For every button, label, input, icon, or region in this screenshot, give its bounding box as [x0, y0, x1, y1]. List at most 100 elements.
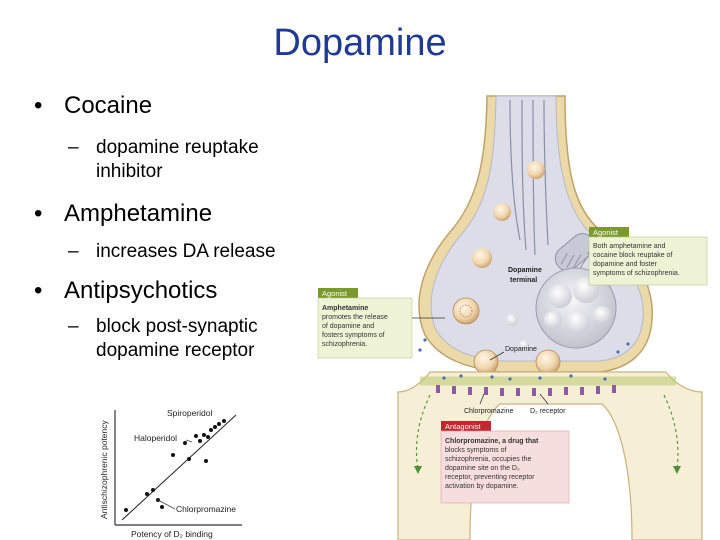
- d2-receptor: [484, 387, 488, 395]
- chlorpromazine-synapse-label: Chlorpromazine: [464, 408, 514, 415]
- haloperidol-label: Haloperidol: [134, 433, 177, 443]
- d2-receptor: [452, 386, 456, 394]
- d2-receptor: [532, 388, 536, 396]
- arrow-head: [673, 466, 681, 474]
- d2-receptor: [436, 385, 440, 393]
- antagonist-box-line: activation by dopamine.: [445, 483, 519, 490]
- terminal-label-line1: Dopamine: [508, 267, 542, 274]
- haloperidol-leader: [185, 439, 193, 443]
- sub-dash: –: [68, 316, 79, 337]
- vesicle: [593, 306, 611, 324]
- vesicle-contents: [459, 304, 473, 318]
- spiroperidol-label: Spiroperidol: [167, 408, 212, 418]
- vesicle: [548, 284, 572, 308]
- agonist-box-1-line: cocaine block reuptake of: [593, 252, 672, 259]
- scatter-point: [187, 457, 191, 461]
- agonist-tag-1: [589, 227, 629, 237]
- vesicle-small: [519, 340, 529, 350]
- scatter-point: [198, 439, 202, 443]
- antagonist-tag-text: Antagonist: [445, 422, 481, 431]
- scatter-point: [160, 505, 164, 509]
- agonist-box-1-line: dopamine and foster: [593, 261, 657, 268]
- scatter-point: [156, 498, 160, 502]
- scatter-point: [204, 459, 208, 463]
- mitochondrion: [554, 233, 596, 271]
- mitochondria-cristae: [560, 252, 589, 270]
- scatter-point: [222, 419, 226, 423]
- antagonist-box: [440, 430, 570, 504]
- microtubules: [509, 99, 549, 256]
- sub-bullet-text: dopamine reuptake inhibitor: [96, 137, 259, 182]
- antagonist-tag: [441, 421, 491, 431]
- vesicle: [493, 203, 511, 221]
- agonist-tag-2: [318, 288, 358, 298]
- bullet-dot: •: [34, 92, 43, 119]
- scatter-axes: [114, 410, 242, 526]
- scatter-point: [145, 492, 149, 496]
- vesicle: [573, 277, 599, 303]
- scatter-point: [183, 441, 187, 445]
- dopamine-molecule: [626, 342, 630, 346]
- d2-receptor: [580, 387, 584, 395]
- chlorpromazine-scatter-label: Chlorpromazine: [176, 504, 236, 514]
- dopamine-molecule: [459, 374, 463, 378]
- antagonist-box-line: dopamine site on the D₂: [445, 465, 520, 472]
- axon-membrane: [418, 95, 653, 373]
- y-axis-label: Antischizophrenic potency: [99, 419, 109, 519]
- scatter-point: [151, 488, 155, 492]
- bullet-dot: •: [34, 200, 43, 227]
- dopamine-molecule: [616, 350, 620, 354]
- chlorpromazine-leader: [157, 499, 176, 510]
- postsynaptic-membrane: [397, 371, 703, 540]
- agonist-box-2-line: of dopamine and: [322, 323, 374, 330]
- vesicle-small: [506, 314, 518, 326]
- antagonist-box-line: Chlorpromazine, a drug that: [445, 438, 539, 445]
- bullet-label: Antipsychotics: [64, 277, 218, 304]
- scatter-point: [217, 422, 221, 426]
- scatter-point: [171, 453, 175, 457]
- vesicle: [472, 248, 492, 268]
- agonist-box-2-text: Amphetamine promotes the release of dopa…: [322, 305, 390, 348]
- flow-arrows: [415, 394, 679, 471]
- d2-receptor: [548, 388, 552, 396]
- dopamine-molecule: [490, 375, 494, 379]
- bullet-label: Cocaine: [64, 92, 153, 119]
- agonist-box-1-line: Both amphetamine and: [593, 243, 665, 250]
- scatter-point: [124, 508, 128, 512]
- dopamine-molecule: [538, 376, 542, 380]
- agonist-box-1-text: Both amphetamine and cocaine block reupt…: [593, 243, 680, 277]
- vesicle-fusing: [473, 349, 499, 375]
- vesicle: [566, 310, 590, 334]
- d2-receptor: [564, 387, 568, 395]
- agonist-tag-1-text: Agonist: [593, 228, 619, 237]
- agonist-box-1: [588, 236, 708, 286]
- agonist-tag-2-text: Agonist: [322, 289, 348, 298]
- dopamine-molecule: [603, 377, 607, 381]
- vesicle-cluster: [535, 267, 617, 349]
- vesicle: [544, 311, 562, 329]
- terminal-label-line2: terminal: [510, 277, 537, 284]
- trend-line: [121, 414, 237, 521]
- d2-receptor: [516, 388, 520, 396]
- agonist-box-2: [317, 297, 413, 359]
- d2-receptor-label: D₂ receptor: [530, 408, 566, 415]
- sub-dash: –: [68, 241, 79, 262]
- receptors: [436, 385, 616, 396]
- slide-title: Dopamine: [273, 22, 447, 64]
- sub-dash: –: [68, 137, 79, 158]
- bullet-label: Amphetamine: [64, 200, 213, 227]
- dopamine-molecule: [569, 374, 573, 378]
- scatter-point: [202, 433, 206, 437]
- sub-bullet-text: block post-synaptic dopamine receptor: [96, 316, 258, 361]
- scatter-point: [194, 434, 198, 438]
- dopamine-molecule: [508, 377, 512, 381]
- d2-receptor: [468, 387, 472, 395]
- scatter-point: [206, 435, 210, 439]
- antagonist-box-line: schizophrenia, occupies the: [445, 456, 531, 463]
- antagonist-box-line: receptor, preventing receptor: [445, 474, 535, 481]
- scatter-point: [209, 428, 213, 432]
- dopamine-molecule: [423, 338, 427, 342]
- scatter-point: [213, 425, 217, 429]
- callout-leaders: [412, 235, 601, 405]
